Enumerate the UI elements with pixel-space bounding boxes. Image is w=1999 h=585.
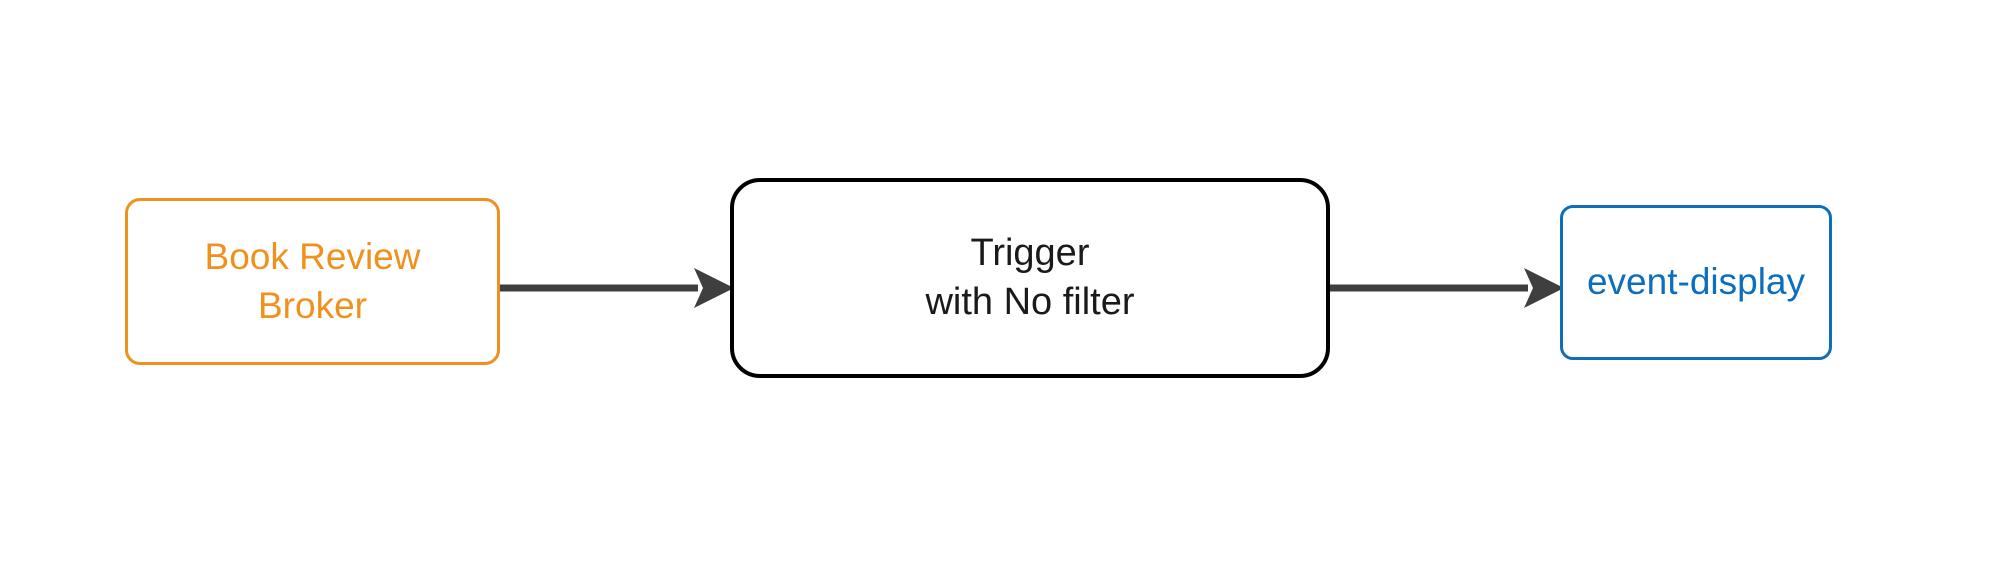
node-event-display[interactable]: event-display <box>1560 205 1832 360</box>
node-book-review-broker[interactable]: Book Review Broker <box>125 198 500 365</box>
edge-trigger-to-sink-arrowhead-icon <box>1524 268 1564 308</box>
node-trigger-label-line-2: with No filter <box>925 281 1135 323</box>
node-sink-label-line-1: event-display <box>1586 261 1805 303</box>
node-broker-label-line-2: Broker <box>258 284 367 326</box>
edge-trigger-to-sink <box>1330 268 1564 308</box>
edge-broker-to-trigger <box>500 268 734 308</box>
edge-broker-to-trigger-arrowhead-icon <box>694 268 734 308</box>
node-broker-label-line-1: Book Review <box>204 236 421 278</box>
node-trigger-with-no-filter[interactable]: Trigger with No filter <box>730 178 1330 378</box>
node-trigger-label-line-1: Trigger <box>970 231 1090 274</box>
